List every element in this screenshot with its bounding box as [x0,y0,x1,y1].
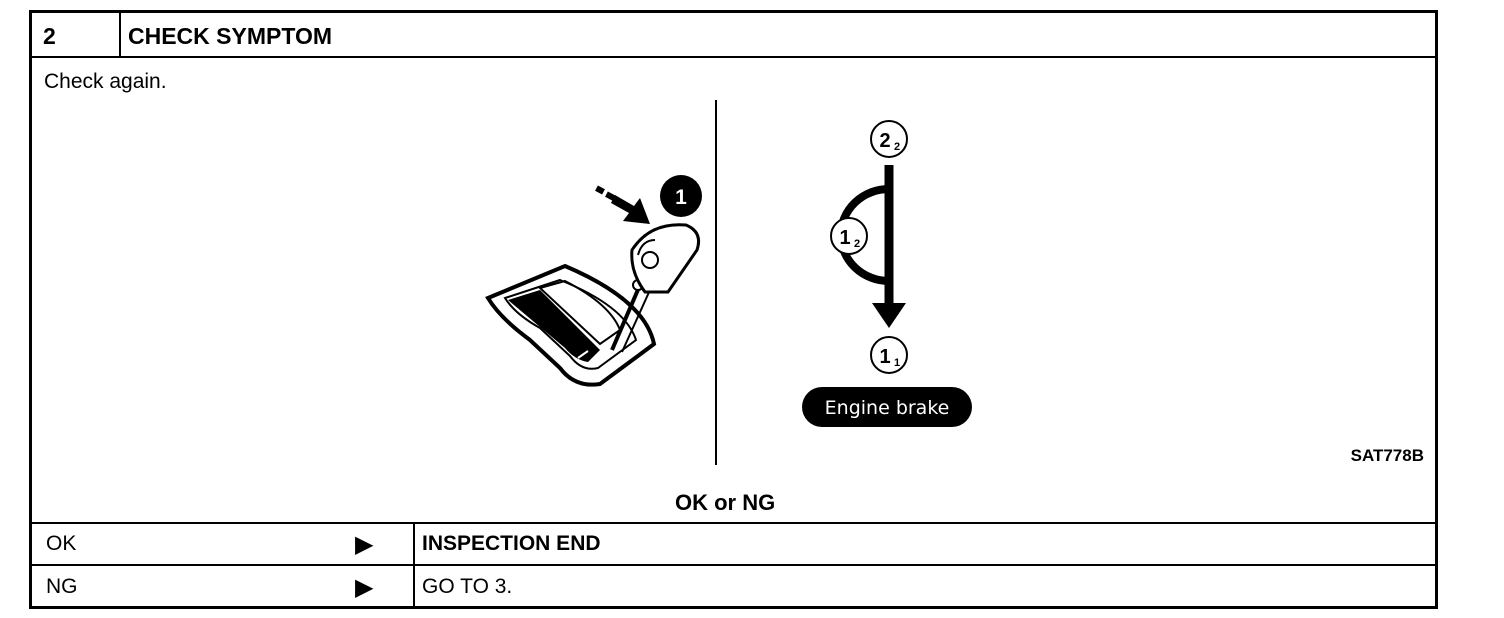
result-ng-label: NG [46,575,78,598]
header-bottom-rule [32,56,1435,58]
position-1-2-subscript: 2 [854,238,860,250]
arrow-right-icon: ▶ [355,531,374,558]
callout-1-label: 1 [675,186,687,209]
position-1-1-subscript: 1 [894,357,900,369]
instruction-text: Check again. [44,70,167,93]
figure-code: SAT778B [1351,446,1424,465]
results-top-rule [32,522,1435,524]
engine-brake-label: Engine brake [825,397,950,419]
step-title: CHECK SYMPTOM [128,23,333,49]
inspection-step-table: 2 CHECK SYMPTOM Check again. OK or NG OK… [29,10,1438,609]
step-number: 2 [43,23,56,49]
result-ng-action: GO TO 3. [422,575,513,598]
results-divider [413,522,415,606]
result-question: OK or NG [675,490,776,515]
shift-gate-illustration [485,185,701,387]
position-1-1-label: 1 [879,346,890,368]
position-2-2-label: 2 [879,130,890,152]
position-2-2-badge [870,120,908,158]
position-1-2-badge [830,217,868,255]
header-divider [119,13,121,58]
position-1-1-badge [870,336,908,374]
arrow-down-icon [872,303,906,328]
position-2-2-subscript: 2 [894,141,900,153]
result-ok-label: OK [46,532,77,555]
callout-1-badge [660,175,702,217]
engine-brake-pill [802,387,972,427]
gate-marker-one [577,350,589,359]
arrow-right-icon: ▶ [355,574,374,601]
shift-sequence-diagram: 2 2 1 2 1 1 Engine brake [802,120,972,427]
result-ok-action: INSPECTION END [422,532,601,555]
push-arrow-icon [595,185,650,224]
position-1-2-label: 1 [839,227,850,249]
results-middle-rule [32,564,1435,566]
